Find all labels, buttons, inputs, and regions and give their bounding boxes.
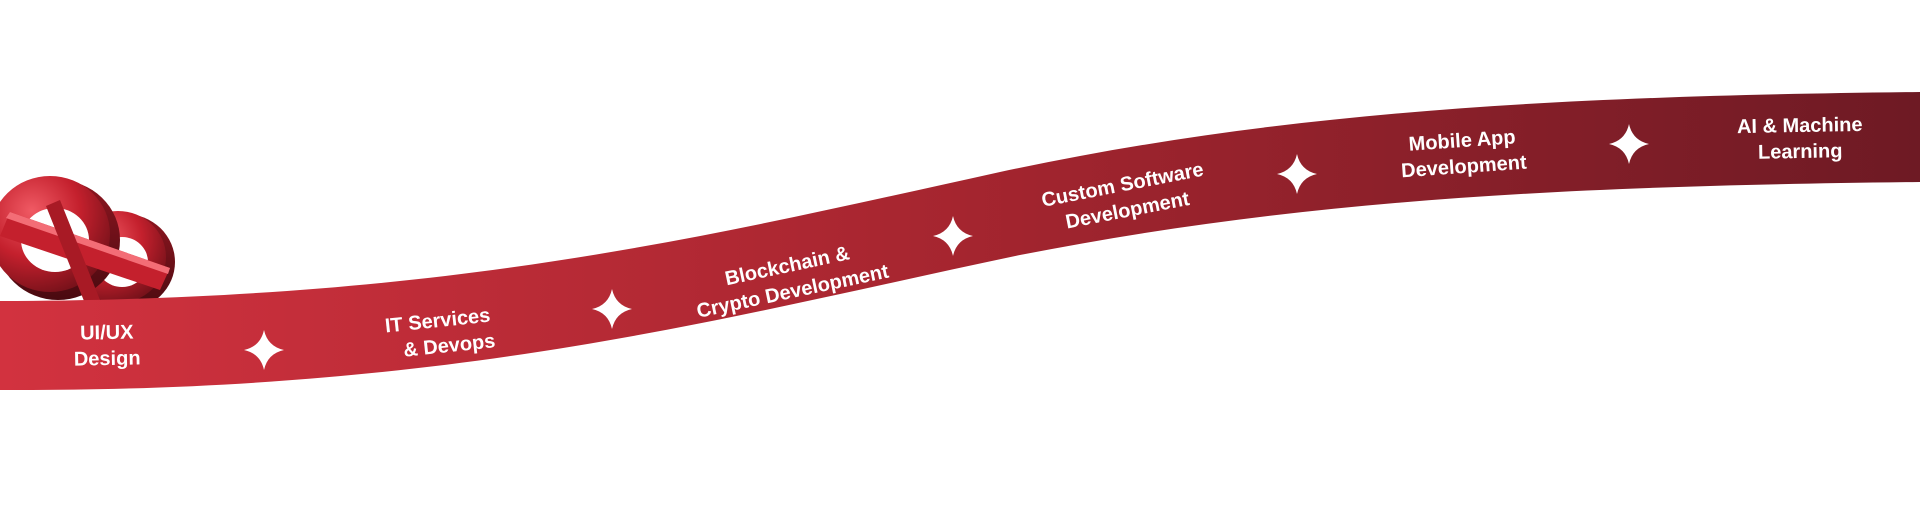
service-label-line1: AI & Machine — [1736, 113, 1863, 139]
sparkle-separators — [244, 124, 1649, 370]
logo-icon — [0, 176, 175, 310]
service-label-ui-ux: UI/UX Design — [47, 319, 168, 373]
sparkle-icon — [933, 216, 973, 256]
service-label-line1: UI/UX — [79, 321, 134, 345]
sparkle-icon — [592, 289, 632, 329]
sparkle-icon — [244, 330, 284, 370]
service-label-line2: Design — [73, 347, 141, 371]
sparkle-icon — [1277, 154, 1317, 194]
service-label-ai-ml: AI & Machine Learning — [1715, 112, 1886, 167]
service-label-line2: Learning — [1757, 140, 1843, 164]
sparkle-icon — [1609, 124, 1649, 164]
